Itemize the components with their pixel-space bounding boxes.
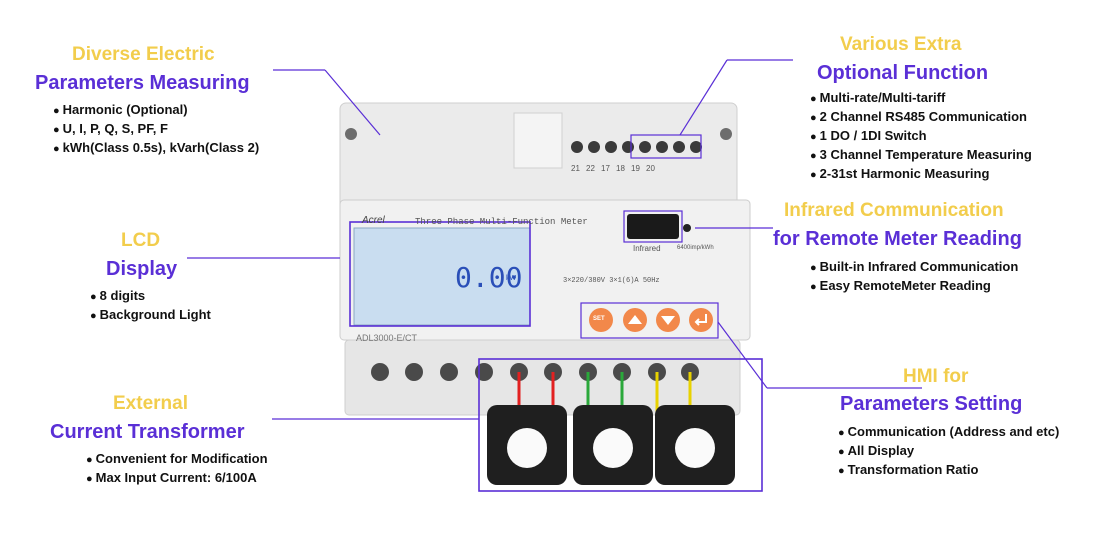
lcd-list: 8 digits Background Light <box>90 287 211 325</box>
screw-icon <box>720 128 732 140</box>
list-item: 3 Channel Temperature Measuring <box>810 146 1032 165</box>
current-transformers <box>487 405 735 485</box>
list-item: 2 Channel RS485 Communication <box>810 108 1032 127</box>
ct-list: Convenient for Modification Max Input Cu… <box>86 450 268 488</box>
terminal-number: 22 <box>586 164 595 173</box>
optional-list: Multi-rate/Multi-tariff 2 Channel RS485 … <box>810 89 1032 184</box>
callout-lines <box>187 59 922 492</box>
ct-heading-bottom: Current Transformer <box>50 421 245 443</box>
set-button-label: SET <box>593 316 605 322</box>
hmi-buttons <box>589 308 713 332</box>
infrared-label: Infrared <box>633 244 661 253</box>
optional-heading-bottom: Optional Function <box>817 62 989 84</box>
list-item: Transformation Ratio <box>838 461 1059 480</box>
terminal-numbers: 21 22 17 18 19 20 <box>571 164 661 173</box>
params-heading-top: Diverse Electric <box>72 44 215 65</box>
meter-brand: Acrel <box>362 215 385 226</box>
terminal-number: 21 <box>571 164 580 173</box>
infrared-heading-top: Infrared Communication <box>784 200 1004 221</box>
infrared-window <box>627 214 679 239</box>
meter-bottom-housing <box>344 339 741 416</box>
optional-heading-top: Various Extra <box>840 34 962 55</box>
hmi-heading-bottom: Parameters Setting <box>840 393 1023 415</box>
list-item: Convenient for Modification <box>86 450 268 469</box>
list-item: Max Input Current: 6/100A <box>86 469 268 488</box>
list-item: Harmonic (Optional) <box>53 101 259 120</box>
list-item: Easy RemoteMeter Reading <box>810 277 1018 296</box>
terminal-number: 18 <box>616 164 625 173</box>
list-item: 2-31st Harmonic Measuring <box>810 165 1032 184</box>
meter-title: Three Phase Multi-Function Meter <box>415 217 588 227</box>
hmi-list: Communication (Address and etc) All Disp… <box>838 423 1060 480</box>
meter-top-clip <box>513 112 563 169</box>
ct-heading-top: External <box>113 393 188 414</box>
terminal-number: 17 <box>601 164 610 173</box>
infrared-list: Built-in Infrared Communication Easy Rem… <box>810 258 1019 296</box>
meter-constant: 6400imp/kWh <box>677 245 714 251</box>
list-item: U, I, P, Q, S, PF, F <box>53 120 259 139</box>
meter-rating: 3×220/380V 3×1(6)A 50Hz <box>563 277 660 285</box>
infrared-heading-bottom: for Remote Meter Reading <box>773 228 1022 250</box>
params-list: Harmonic (Optional) U, I, P, Q, S, PF, F… <box>53 101 260 158</box>
params-heading-bottom: Parameters Measuring <box>35 72 250 94</box>
list-item: kWh(Class 0.5s), kVarh(Class 2) <box>53 139 260 158</box>
list-item: 1 DO / 1DI Switch <box>810 127 1032 146</box>
list-item: All Display <box>838 442 1059 461</box>
lcd-unit: kW <box>506 275 517 282</box>
infrared-dot-icon <box>683 224 691 232</box>
lcd-heading-top: LCD <box>121 230 161 251</box>
list-item: Background Light <box>90 306 211 325</box>
list-item: Multi-rate/Multi-tariff <box>810 89 1032 108</box>
meter-model: ADL3000-E/CT <box>356 333 418 343</box>
list-item: 8 digits <box>90 287 211 306</box>
hmi-heading-top: HMI for <box>903 366 969 387</box>
terminal-number: 20 <box>646 164 655 173</box>
screw-icon <box>345 128 357 140</box>
lcd-reading: 0.00 <box>455 261 523 294</box>
list-item: Built-in Infrared Communication <box>810 258 1019 277</box>
list-item: Communication (Address and etc) <box>838 423 1060 442</box>
terminal-number: 19 <box>631 164 640 173</box>
lcd-heading-bottom: Display <box>106 258 178 280</box>
